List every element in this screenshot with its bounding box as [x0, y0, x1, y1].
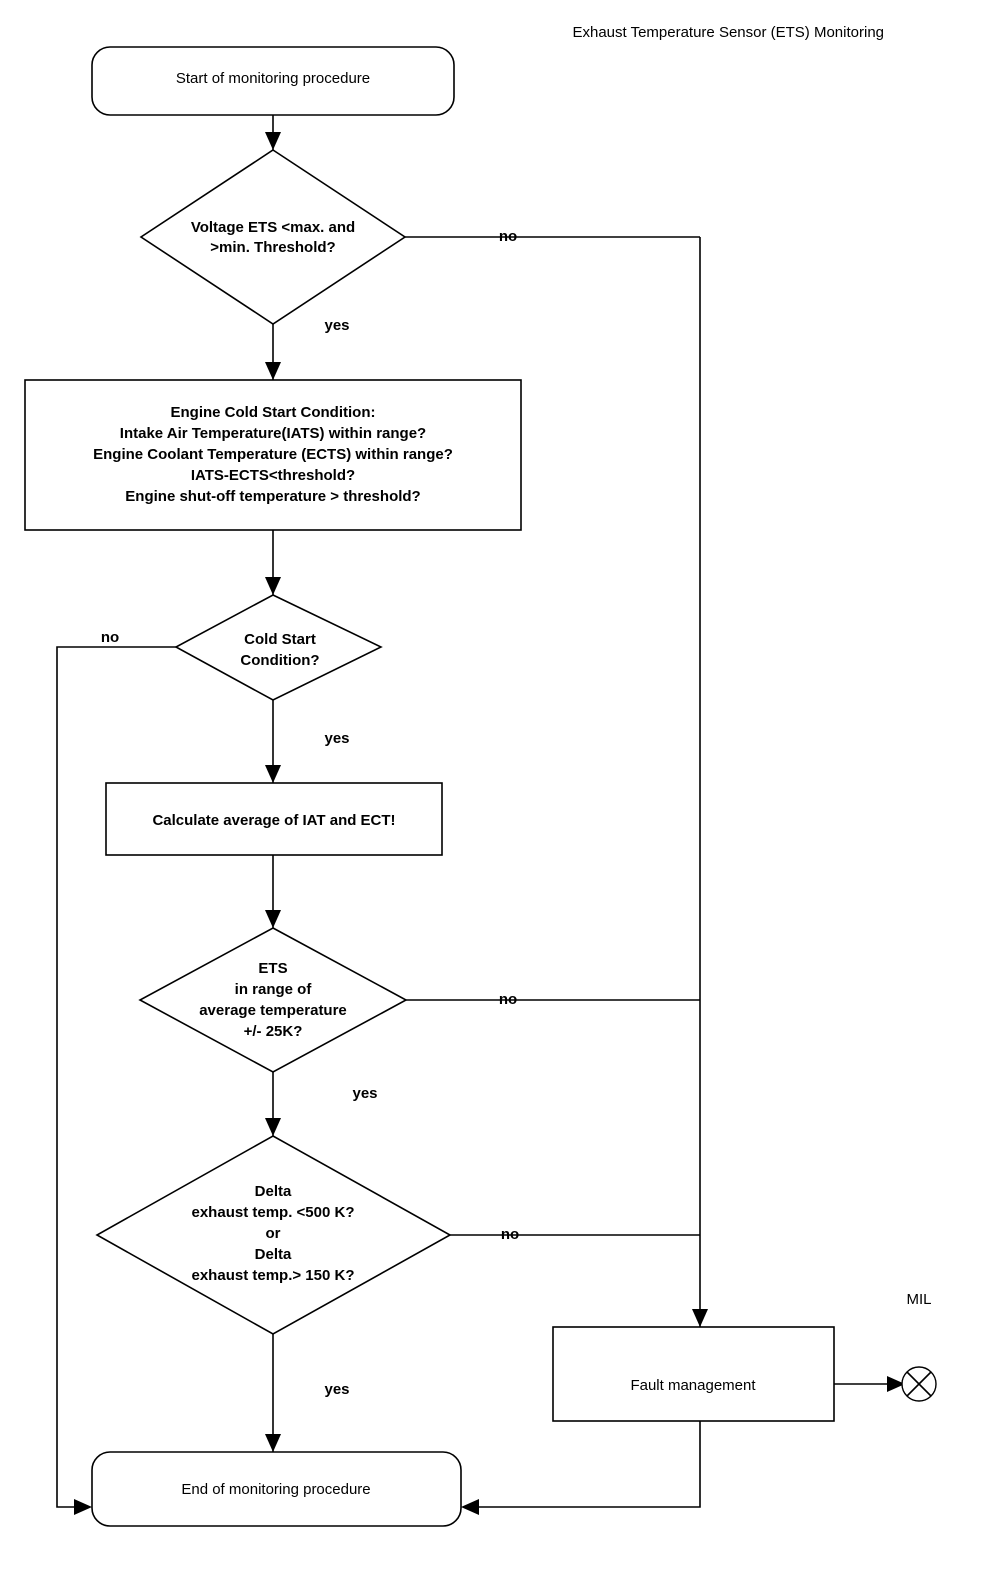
ets-range-line4: +/- 25K?: [244, 1023, 303, 1040]
ets-range-shape: [138, 927, 408, 1073]
arrowhead-ets-yes: [265, 1118, 281, 1136]
arrowhead-start-to-voltage: [265, 132, 281, 150]
arrowhead-calc-to-ets: [265, 910, 281, 928]
edge-label-voltage-yes: yes: [324, 317, 349, 334]
edge-label-voltage-no: no: [499, 228, 517, 245]
ets-range-line1: ETS: [258, 960, 287, 977]
fault-management-shape: [552, 1326, 835, 1422]
connector-layer: [56, 115, 905, 1515]
voltage-check-shape: [139, 149, 407, 325]
cold-start-decision-shape: [174, 594, 383, 701]
arrowhead-delta-yes: [265, 1434, 281, 1452]
delta-exhaust-line2: exhaust temp. <500 K?: [192, 1204, 355, 1221]
edge-coldstart-no: [56, 646, 176, 1508]
voltage-check-line1: Voltage ETS <max. and: [191, 219, 355, 236]
mil-cross-stroke-2: [906, 1371, 932, 1397]
end-shape: [91, 1451, 462, 1527]
arrowhead-coldstart-no: [74, 1499, 92, 1515]
cold-start-box-shape: [24, 379, 522, 531]
mil-label: MIL: [906, 1291, 931, 1308]
voltage-check-line2: >min. Threshold?: [210, 239, 335, 256]
calculate-average-label: Calculate average of IAT and ECT!: [152, 812, 395, 829]
node-delta-exhaust[interactable]: Delta exhaust temp. <500 K? or Delta exh…: [95, 1135, 452, 1335]
diagram-title: Exhaust Temperature Sensor (ETS) Monitor…: [572, 24, 884, 41]
node-end[interactable]: End of monitoring procedure: [91, 1451, 462, 1527]
edge-label-coldstart-no: no: [101, 629, 119, 646]
end-label: End of monitoring procedure: [181, 1481, 370, 1498]
arrowhead-fault-to-end: [461, 1499, 479, 1515]
calculate-average-shape: [105, 782, 443, 856]
fault-management-label: Fault management: [630, 1377, 756, 1394]
cold-start-box-line1: Engine Cold Start Condition:: [171, 404, 376, 421]
cold-start-decision-line2: Condition?: [240, 652, 319, 669]
edge-label-delta-no: no: [501, 1226, 519, 1243]
node-voltage-check[interactable]: Voltage ETS <max. and >min. Threshold?: [139, 149, 407, 325]
node-ets-range[interactable]: ETS in range of average temperature +/- …: [138, 927, 408, 1073]
node-cold-start-decision[interactable]: Cold Start Condition?: [174, 594, 383, 701]
arrowhead-fault-to-mil: [887, 1376, 905, 1392]
arrowhead-box-to-coldstart: [265, 577, 281, 595]
arrowhead-right-bus-to-fault: [692, 1309, 708, 1327]
edge-label-ets-yes: yes: [352, 1085, 377, 1102]
node-cold-start-box[interactable]: Engine Cold Start Condition: Intake Air …: [24, 379, 522, 531]
start-shape: [91, 46, 455, 116]
node-start[interactable]: Start of monitoring procedure: [91, 46, 455, 116]
delta-exhaust-shape: [95, 1135, 452, 1335]
cold-start-box-line2: Intake Air Temperature(IATS) within rang…: [120, 425, 426, 442]
arrowhead-coldstart-yes: [265, 765, 281, 783]
cold-start-box-line4: IATS-ECTS<threshold?: [191, 467, 355, 484]
edge-label-coldstart-yes: yes: [324, 730, 349, 747]
edge-label-ets-no: no: [499, 991, 517, 1008]
edge-fault-to-end: [479, 1421, 701, 1508]
edge-label-delta-yes: yes: [324, 1381, 349, 1398]
cold-start-box-line5: Engine shut-off temperature > threshold?: [125, 488, 420, 505]
arrowhead-voltage-yes: [265, 362, 281, 380]
cold-start-box-line3: Engine Coolant Temperature (ECTS) within…: [93, 446, 453, 463]
ets-range-line3: average temperature: [199, 1002, 347, 1019]
ets-range-line2: in range of: [235, 981, 313, 998]
cold-start-decision-line1: Cold Start: [244, 631, 316, 648]
node-calculate-average[interactable]: Calculate average of IAT and ECT!: [105, 782, 443, 856]
delta-exhaust-line4: Delta: [255, 1246, 292, 1263]
delta-exhaust-line1: Delta: [255, 1183, 292, 1200]
start-label: Start of monitoring procedure: [176, 70, 370, 87]
delta-exhaust-line3: or: [266, 1225, 281, 1242]
node-fault-management[interactable]: Fault management: [552, 1326, 835, 1422]
delta-exhaust-line5: exhaust temp.> 150 K?: [192, 1267, 355, 1284]
node-mil[interactable]: MIL: [901, 1291, 937, 1402]
